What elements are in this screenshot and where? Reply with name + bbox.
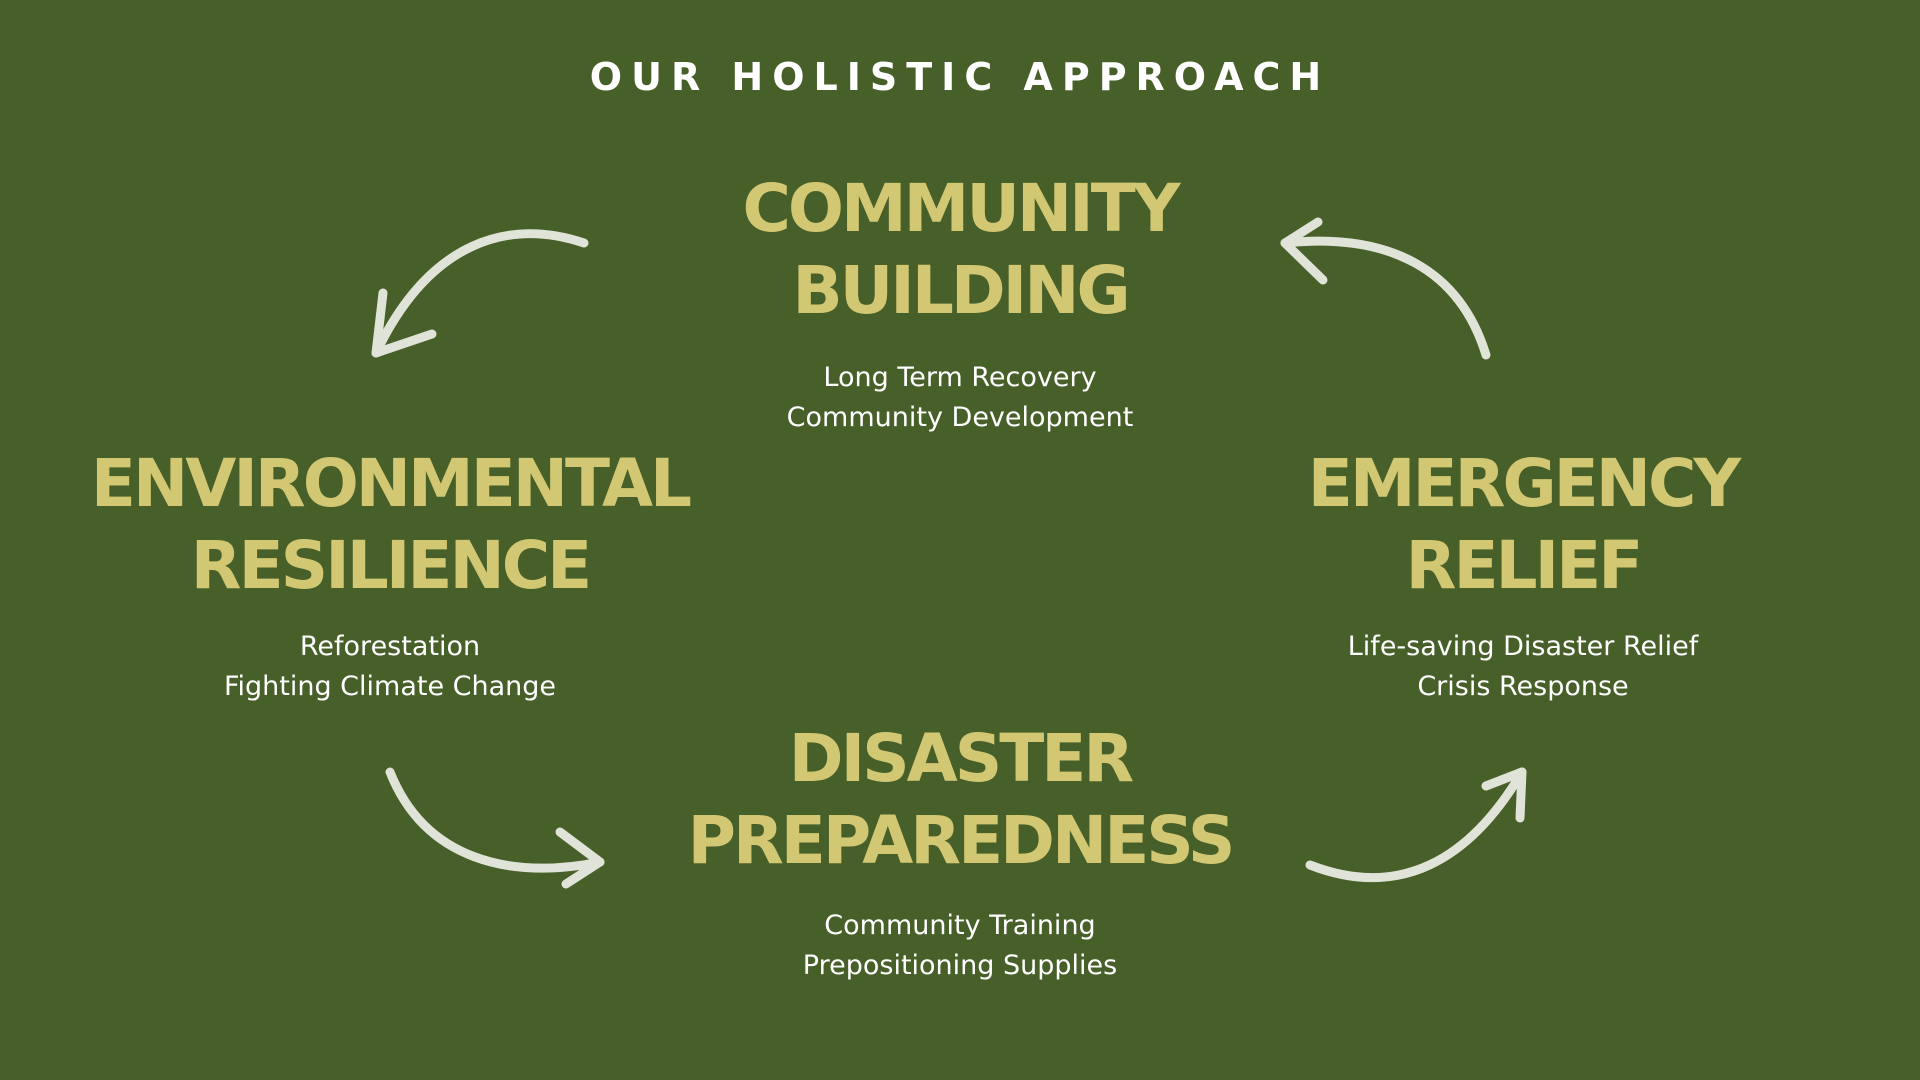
arrow-community-to-environmental (371, 229, 589, 358)
node-item: Reforestation (299, 631, 481, 662)
heading-line: RESILIENCE (190, 527, 592, 604)
node-heading: ENVIRONMENTAL RESILIENCE (90, 443, 692, 607)
node-item: Fighting Climate Change (223, 671, 557, 702)
node-items: Life-saving Disaster Relief Crisis Respo… (1308, 627, 1738, 707)
heading-line: PREPAREDNESS (687, 802, 1236, 879)
node-items: Long Term Recovery Community Development (742, 358, 1177, 438)
node-item: Crisis Response (1417, 671, 1629, 702)
node-heading: COMMUNITY BUILDING (742, 168, 1180, 332)
node-items: Community Training Prepositioning Suppli… (688, 906, 1233, 986)
node-disaster-preparedness: DISASTER PREPAREDNESS Community Training… (687, 718, 1236, 986)
node-heading: EMERGENCY RELIEF (1307, 443, 1741, 607)
node-emergency-relief: EMERGENCY RELIEF Life-saving Disaster Re… (1307, 443, 1741, 707)
node-item: Prepositioning Supplies (802, 950, 1118, 981)
node-item: Community Development (786, 402, 1134, 433)
heading-line: BUILDING (792, 252, 1130, 329)
arrow-emergency-to-community (1280, 217, 1491, 360)
curved-arrow-icon (1280, 236, 1491, 360)
arrow-head (1481, 767, 1527, 823)
heading-line: ENVIRONMENTAL (90, 445, 692, 522)
curved-arrow-icon (385, 767, 605, 873)
heading-line: EMERGENCY (1307, 445, 1741, 522)
node-item: Community Training (824, 910, 1096, 941)
curved-arrow-icon (371, 229, 589, 358)
node-items: Reforestation Fighting Climate Change (91, 627, 689, 707)
arrow-head (555, 827, 605, 889)
arrow-head (371, 288, 437, 358)
node-community-building: COMMUNITY BUILDING Long Term Recovery Co… (742, 168, 1180, 438)
page-title: OUR HOLISTIC APPROACH (589, 55, 1331, 99)
heading-line: COMMUNITY (742, 170, 1180, 247)
node-item: Long Term Recovery (823, 362, 1097, 393)
node-environmental-resilience: ENVIRONMENTAL RESILIENCE Reforestation F… (90, 443, 692, 707)
arrow-disaster-to-emergency (1305, 767, 1527, 883)
node-heading: DISASTER PREPAREDNESS (687, 718, 1236, 882)
node-item: Life-saving Disaster Relief (1347, 631, 1699, 662)
arrow-environmental-to-disaster (385, 767, 605, 889)
arrow-head (1280, 217, 1328, 285)
curved-arrow-icon (1305, 767, 1527, 883)
heading-line: DISASTER (788, 720, 1134, 797)
heading-line: RELIEF (1405, 527, 1644, 604)
